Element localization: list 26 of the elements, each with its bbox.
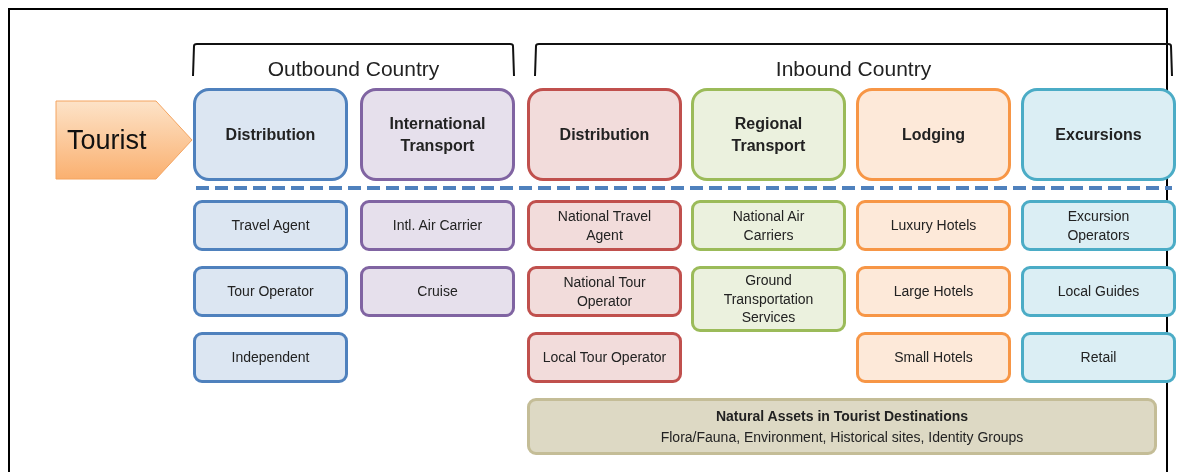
assets-box: Natural Assets in Tourist Destinations Flora/Fauna, Environment, Historical sites, Identity Groups [527, 398, 1157, 455]
region-label: Inbound Country [775, 57, 932, 80]
item-box: Travel Agent [193, 200, 348, 251]
item-box: Retail [1021, 332, 1176, 383]
item-box: National Travel Agent [527, 200, 682, 251]
item-box: Local Tour Operator [527, 332, 682, 383]
category-box: Distribution [527, 88, 682, 181]
category-box: Lodging [856, 88, 1011, 181]
item-box: Intl. Air Carrier [360, 200, 515, 251]
category-box: International Transport [360, 88, 515, 181]
node-label: Tourist [67, 123, 147, 157]
category-box: Excursions [1021, 88, 1176, 181]
item-box: Excursion Operators [1021, 200, 1176, 251]
item-box: National Air Carriers [691, 200, 846, 251]
item-box: Local Guides [1021, 266, 1176, 317]
region-label: Outbound Country [267, 57, 440, 80]
item-box: Ground Transportation Services [691, 266, 846, 332]
category-box: Regional Transport [691, 88, 846, 181]
item-box: Tour Operator [193, 266, 348, 317]
item-box: National Tour Operator [527, 266, 682, 317]
item-box: Independent [193, 332, 348, 383]
item-box: Small Hotels [856, 332, 1011, 383]
item-box: Luxury Hotels [856, 200, 1011, 251]
item-box: Large Hotels [856, 266, 1011, 317]
item-box: Cruise [360, 266, 515, 317]
category-box: Distribution [193, 88, 348, 181]
